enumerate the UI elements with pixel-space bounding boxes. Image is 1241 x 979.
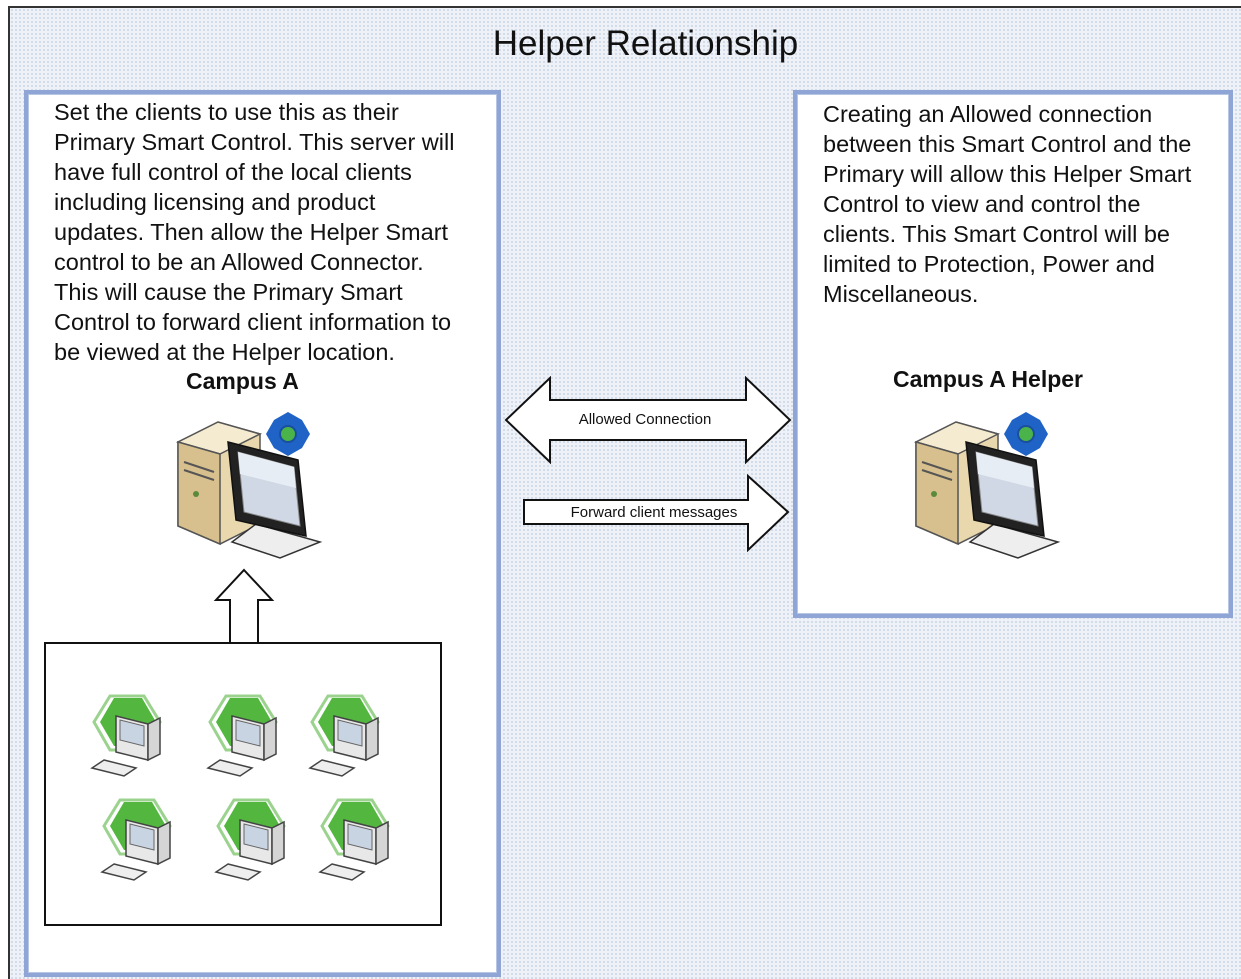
client-to-server-arrow xyxy=(213,568,275,645)
helper-description: Creating an Allowed connection between t… xyxy=(823,101,1192,307)
gear-icon xyxy=(266,412,310,456)
helper-server-icon xyxy=(913,412,1061,559)
client-computer-icon xyxy=(210,798,300,893)
allowed-connection-arrow: Allowed Connection xyxy=(504,376,792,465)
primary-server-icon xyxy=(175,412,323,559)
client-computer-icon xyxy=(86,694,176,789)
forward-messages-arrow: Forward client messages xyxy=(523,474,790,552)
helper-server-label: Campus A Helper xyxy=(893,366,1084,392)
allowed-connection-label: Allowed Connection xyxy=(579,411,712,428)
client-computer-icon xyxy=(314,798,404,893)
client-computer-icon xyxy=(304,694,394,789)
client-computer-icon xyxy=(96,798,186,893)
primary-description: Set the clients to use this as their Pri… xyxy=(54,99,455,365)
forward-messages-label: Forward client messages xyxy=(571,504,738,521)
primary-server-label: Campus A xyxy=(186,368,299,394)
client-computer-icon xyxy=(202,694,292,789)
diagram-title: Helper Relationship xyxy=(492,24,799,63)
gear-icon xyxy=(1004,412,1048,456)
